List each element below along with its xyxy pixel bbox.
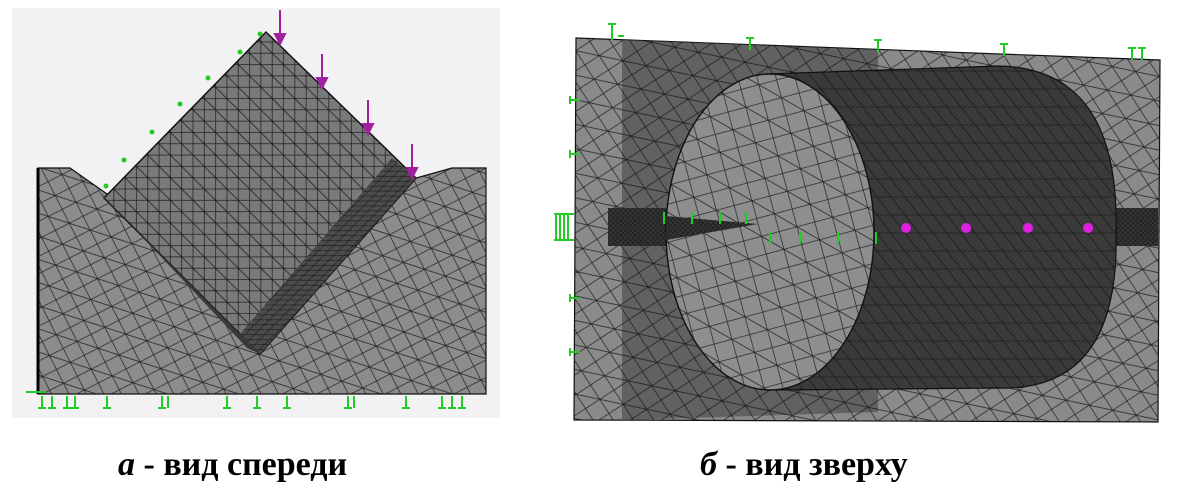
front-view-mesh-image — [12, 8, 500, 418]
slot-fixtures — [554, 212, 877, 244]
edge-fixture-markers — [103, 31, 263, 189]
load-arrows — [273, 10, 419, 181]
load-points — [901, 223, 1093, 233]
v-block-body — [37, 167, 487, 395]
bottom-fixtures — [26, 391, 466, 409]
top-view-mesh-image — [548, 8, 1183, 440]
caption-front-view: а - вид спереди — [118, 446, 347, 484]
caption-top-view: б - вид зверху — [700, 446, 908, 484]
top-view-svg — [548, 8, 1183, 440]
edge-fixtures — [569, 23, 1146, 356]
caption-top-text: - вид зверху — [716, 446, 908, 483]
caption-front-letter: а — [118, 446, 135, 483]
caption-top-letter: б — [700, 446, 717, 483]
front-view-svg — [12, 8, 500, 418]
caption-front-text: - вид спереди — [135, 446, 348, 483]
